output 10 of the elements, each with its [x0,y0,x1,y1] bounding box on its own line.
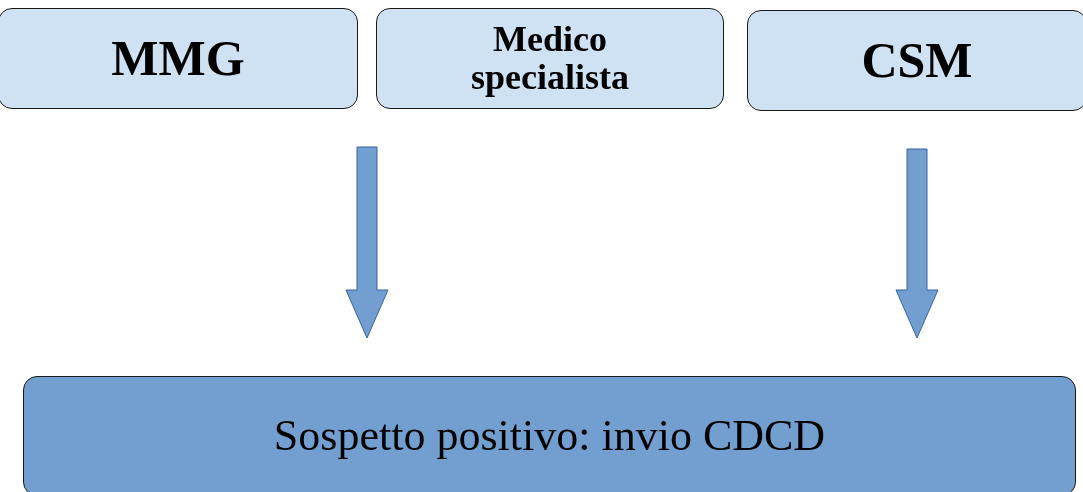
box-label: MMG [111,32,245,85]
result-box [23,376,1076,492]
block-arrow [895,148,939,339]
box-label: Medico specialista [470,20,630,97]
source-box [0,8,358,109]
block-arrow [345,146,389,339]
source-box [747,10,1083,111]
box-label: Sospetto positivo: invio CDCD [273,412,826,460]
box-label: CSM [861,34,973,87]
source-box [376,8,724,109]
